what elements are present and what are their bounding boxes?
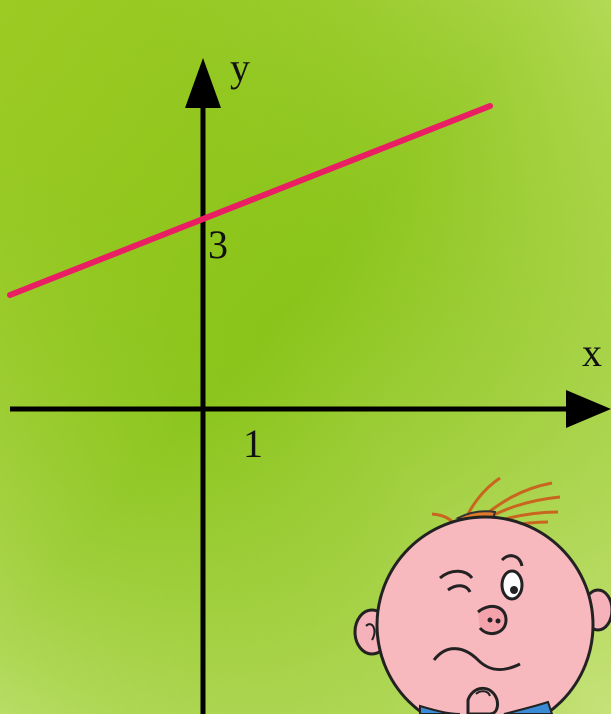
y-axis-label: y	[230, 45, 250, 90]
graph-line	[7, 103, 493, 298]
y-axis-arrow-icon	[185, 58, 221, 108]
thinking-boy-cartoon-icon	[353, 476, 611, 714]
x-axis-label: x	[582, 330, 602, 375]
y-intercept-label: 3	[208, 222, 228, 267]
x-axis-arrow-icon	[566, 390, 611, 428]
x-unit-label: 1	[243, 421, 263, 466]
